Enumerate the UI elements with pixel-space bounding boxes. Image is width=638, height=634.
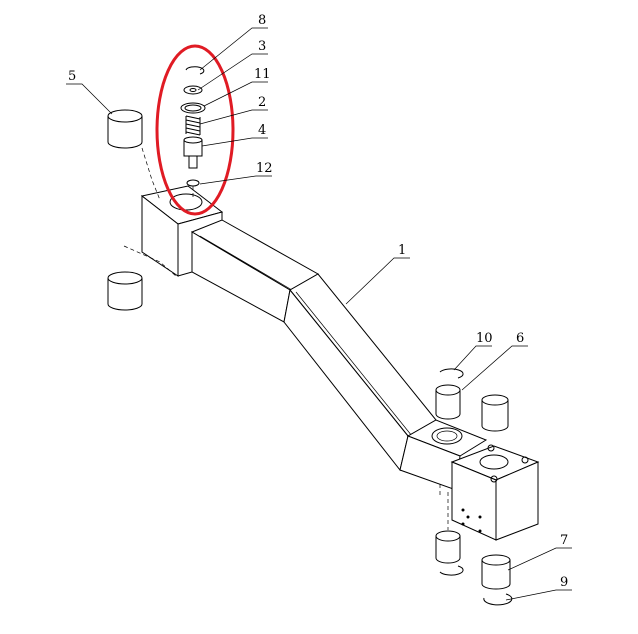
leader-3 [197,53,268,91]
callout-labels: 8 3 11 2 4 12 5 1 10 6 7 9 [68,13,568,590]
bushing-5-bottom-body [107,278,143,311]
washer-12 [186,179,200,187]
right-block-bolt-2 [521,456,529,464]
snap-ring-8 [185,66,205,75]
callout-2: 2 [258,95,266,110]
snap-ring-9 [483,593,513,606]
leader-lines [66,27,572,601]
bushing-7-body [481,560,511,590]
callout-11: 11 [254,67,271,82]
right-block-bore [479,454,509,470]
right-block-hole-3 [461,522,465,526]
leader-7 [507,547,572,571]
bushing-6-left [435,384,461,420]
leader-11 [203,81,268,107]
leader-6 [461,345,528,391]
callout-3: 3 [258,39,266,54]
leader-10 [453,345,492,371]
beam-hole-outer [431,427,463,445]
callout-6: 6 [516,331,524,346]
beam-seg3-side [399,435,461,491]
bushing-5-bottom-rim [107,271,143,285]
leader-9 [505,589,572,601]
callout-12: 12 [256,161,273,176]
bushing-lower-left-rim [435,530,461,542]
pin-4 [183,136,203,169]
right-block-hole-4 [478,529,482,533]
bushing-5-top-body [107,116,143,149]
bushing-lower-left-body [435,536,461,564]
callout-9: 9 [560,575,568,590]
bushing-6-right-body [481,400,509,432]
right-block-hole-5 [466,515,470,519]
leader-5 [66,83,113,115]
washer-3 [183,85,203,95]
left-block-bore [169,193,203,211]
leader-8 [199,27,268,71]
leader-1 [345,257,410,305]
bushing-lower-left [435,530,461,564]
bushing-6-right [481,394,509,432]
bushing-5-top-rim [107,109,143,123]
pin-4-shank [188,155,198,169]
right-block-hole-1 [461,508,465,512]
bushing-7 [481,554,511,590]
leader-2 [199,109,268,125]
washer-3-hole [189,88,197,92]
bushing-5-top [107,109,143,149]
beam-seg2-edge [295,291,413,437]
leader-12 [199,175,272,185]
bushing-5-bottom [107,271,143,311]
bushing-6-right-rim [481,394,509,406]
right-block-bolt-1 [487,444,495,452]
callout-10: 10 [476,331,493,346]
bushing-6-left-rim [435,384,461,396]
callout-7: 7 [560,533,568,548]
beam-seg1-edge [199,235,293,291]
snap-ring-lower-left [439,565,464,576]
callout-8: 8 [258,13,266,28]
callout-1: 1 [398,243,406,258]
pin-4-top [183,136,203,144]
pin-assembly [180,66,206,200]
snap-ring-10 [439,368,464,379]
spring-2-coils [185,115,201,136]
spring-2 [185,115,201,136]
bushing-6-left-body [435,390,461,420]
beam-hole-inner [436,430,458,442]
ring-11-inner [184,104,202,112]
right-block-hole-2 [478,515,482,519]
bushing-7-rim [481,554,511,566]
snap-ring-10-arc [439,368,464,379]
right-block-side [495,461,539,541]
leader-4 [201,137,268,147]
arm-body [140,185,540,541]
right-block-bolt-3 [490,475,498,483]
callout-4: 4 [258,123,266,138]
callout-5: 5 [68,69,76,84]
highlight-ellipse [155,44,235,216]
